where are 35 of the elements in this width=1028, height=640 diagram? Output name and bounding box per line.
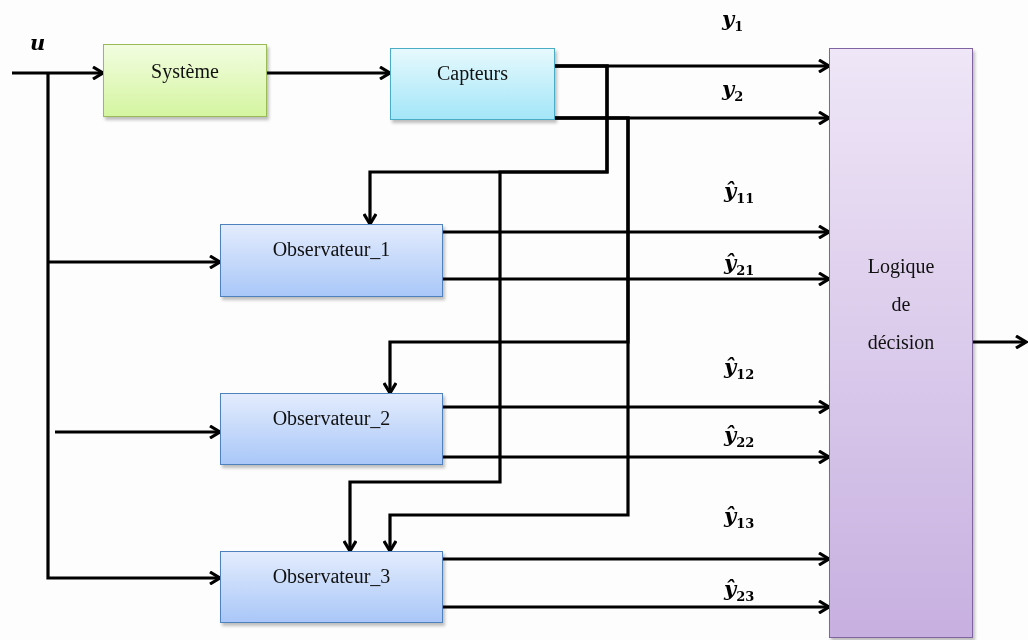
block-label: Système — [150, 59, 220, 83]
block-label: Observateur_1 — [271, 237, 392, 261]
arrow — [443, 599, 831, 615]
edge-label: ŷ$_{21}$ — [724, 252, 755, 278]
arrow — [443, 551, 831, 567]
arrow — [48, 254, 222, 270]
arrow — [12, 65, 105, 81]
edge-label: u — [30, 32, 46, 53]
arrow — [46, 73, 222, 586]
arrow — [443, 271, 831, 287]
block-label: Capteurs — [435, 61, 510, 85]
process-box — [220, 224, 443, 297]
arrow — [382, 116, 630, 553]
edge-label: y$_{1}$ — [722, 8, 744, 34]
arrow — [443, 449, 831, 465]
block-label: Logique de décision — [866, 254, 936, 355]
process-box — [103, 44, 267, 117]
edge-label: ŷ$_{23}$ — [724, 578, 755, 604]
edge-label: ŷ$_{22}$ — [724, 424, 755, 450]
process-box — [220, 393, 443, 465]
block-label: Observateur_3 — [271, 564, 392, 588]
arrow — [55, 424, 222, 440]
arrow — [443, 399, 831, 415]
edge-label: y$_{2}$ — [722, 78, 744, 104]
arrow — [342, 64, 609, 553]
arrow — [443, 224, 831, 240]
block-label: Observateur_2 — [271, 406, 392, 430]
decision-box — [829, 48, 973, 638]
edge-label: ŷ$_{12}$ — [724, 356, 755, 382]
arrow — [973, 334, 1028, 350]
process-box — [390, 48, 555, 120]
edge-label: ŷ$_{11}$ — [724, 180, 755, 206]
process-box — [220, 551, 443, 623]
edge-label: ŷ$_{13}$ — [724, 505, 755, 531]
arrow — [267, 65, 392, 81]
